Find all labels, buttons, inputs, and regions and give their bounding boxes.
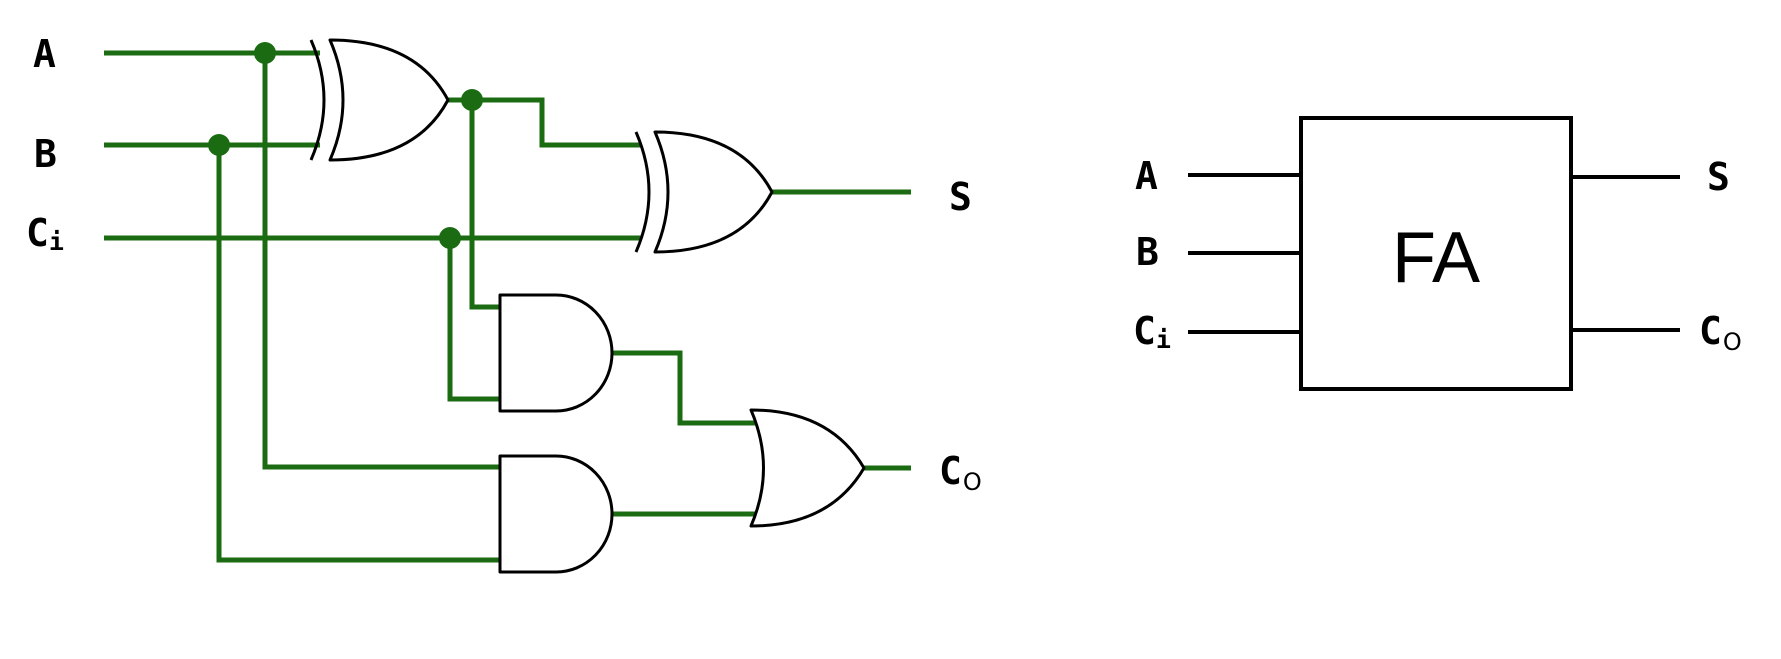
full-adder-block: FA A B Ci S CO <box>1133 116 1742 391</box>
fa-block-label-ci: Ci <box>1133 309 1171 354</box>
fa-block-label-co-sub: O <box>1723 328 1742 356</box>
xor-gate-2 <box>634 130 774 254</box>
wire-xor1-to-and1 <box>469 100 500 310</box>
fa-block-label-a: A <box>1135 154 1158 198</box>
and-gate-2-body <box>498 454 614 574</box>
wire-ci-to-and1 <box>447 238 500 402</box>
xor-gate-2-back-arc <box>634 131 651 253</box>
xor-gate-1 <box>309 38 450 162</box>
or-gate-body <box>749 408 866 528</box>
full-adder-circuit: A B Ci S CO <box>26 32 982 574</box>
fa-block-label-ci-sub: i <box>1156 325 1171 354</box>
input-label-a: A <box>33 32 56 76</box>
wire-xor1-to-xor2 <box>448 97 641 148</box>
output-label-co-main: C <box>939 449 962 493</box>
junction-dot-a <box>254 42 276 64</box>
input-label-b: B <box>34 132 57 176</box>
fa-block-label-co-main: C <box>1699 309 1722 353</box>
wire-a-to-and2 <box>262 53 500 470</box>
and-gate-2 <box>498 454 614 574</box>
wire-and1-to-or <box>612 350 756 426</box>
fa-block-label-co: CO <box>1699 309 1742 356</box>
fa-block-label-b: B <box>1136 230 1159 274</box>
input-label-ci-sub: i <box>49 227 64 256</box>
junction-dot-b <box>208 134 230 156</box>
input-label-ci-main: C <box>26 211 49 255</box>
output-label-s: S <box>949 175 972 219</box>
junction-dot-ci <box>439 227 461 249</box>
fa-block-label-ci-main: C <box>1133 309 1156 353</box>
and-gate-1 <box>498 293 614 413</box>
junction-dots <box>208 42 483 249</box>
output-label-co: CO <box>939 449 982 496</box>
xor-gate-1-back-arc <box>309 39 326 161</box>
output-label-co-sub: O <box>963 468 982 496</box>
xor-gate-2-body <box>653 130 774 254</box>
input-label-ci: Ci <box>26 211 64 256</box>
and-gate-1-body <box>498 293 614 413</box>
wire-b-to-and2 <box>216 145 500 563</box>
fa-block-title: FA <box>1392 218 1480 298</box>
xor-gate-1-body <box>328 38 450 162</box>
junction-dot-xor1-out <box>461 89 483 111</box>
circuit-wires <box>104 50 911 563</box>
or-gate <box>749 408 866 528</box>
fa-block-label-s: S <box>1707 155 1730 199</box>
